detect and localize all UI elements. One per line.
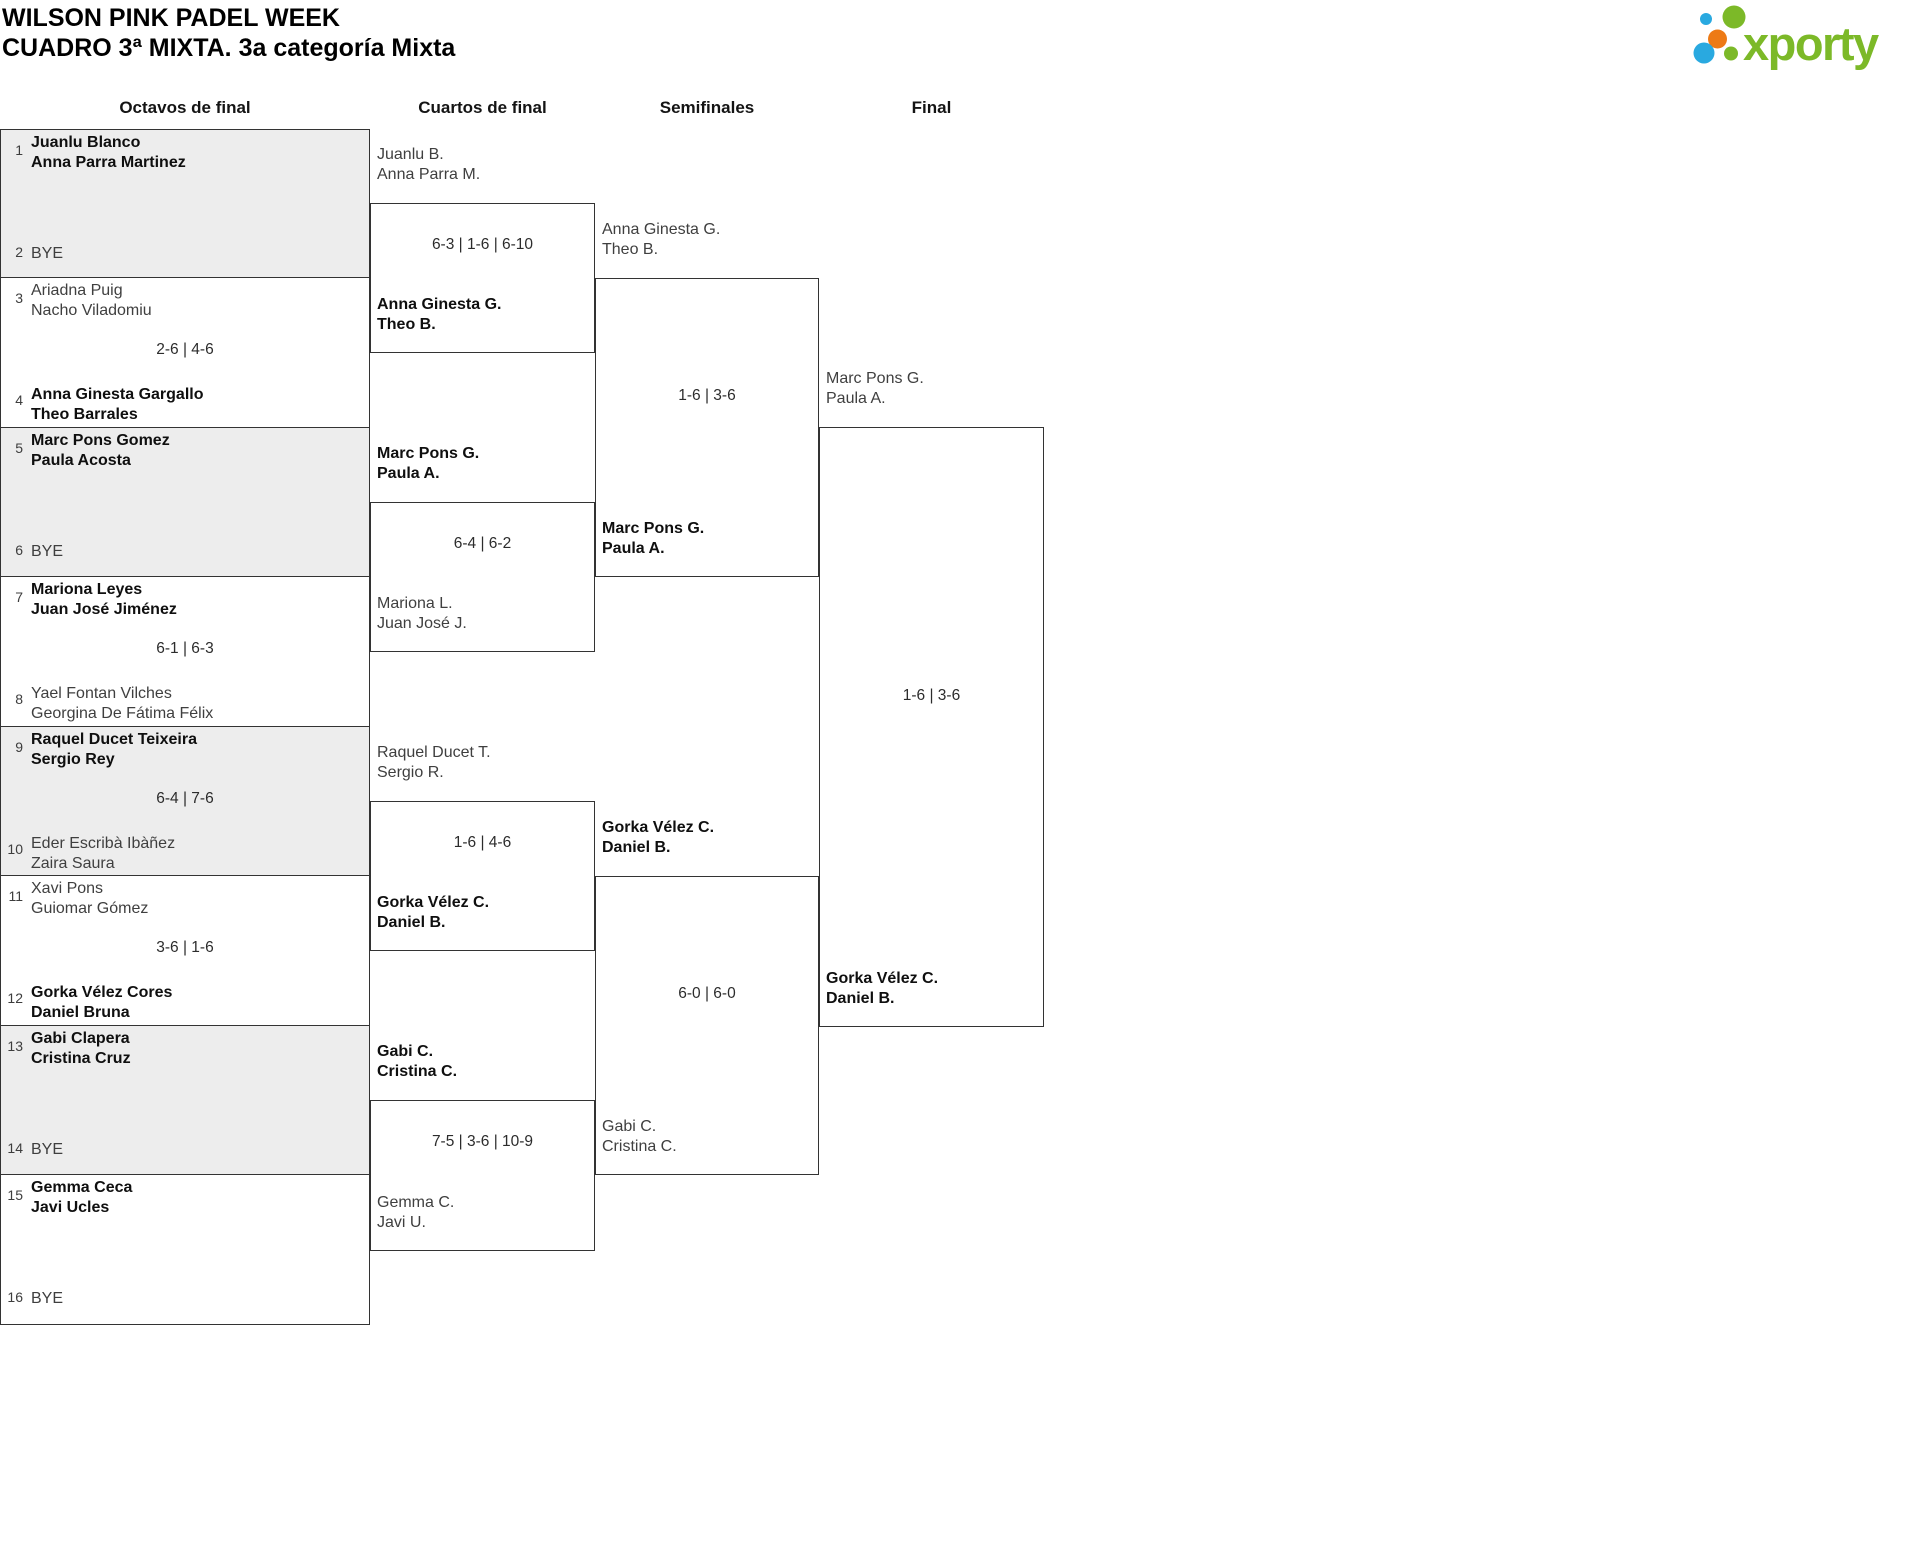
team-name-bottom: BYE [31,1141,64,1158]
logo-dot-green-big [1722,5,1746,29]
match-score: 6-1 | 6-3 [156,640,214,657]
r1-match-7: 13 Gabi Clapera Cristina Cruz 14 BYE [0,1026,370,1175]
page-title: WILSON PINK PADEL WEEK [2,4,340,32]
team-name-bottom: Gabi C. Cristina C. [602,1118,677,1155]
column-header-final: Final [911,98,952,117]
team-name-bottom: Anna Ginesta Gargallo Theo Barrales [31,386,204,423]
team-name-bottom: Mariona L. Juan José J. [377,595,467,632]
sf-match-2-box [595,876,819,1175]
match-score: 6-4 | 7-6 [156,790,214,807]
team-name-bottom: Gorka Vélez C. Daniel B. [377,894,490,931]
team-name-bottom: Eder Escribà Ibàñez Zaira Saura [31,835,176,872]
team-name-top: Marc Pons G. Paula A. [377,445,480,482]
r1-match-4: 7 Mariona Leyes Juan José Jiménez 6-1 | … [0,577,370,727]
team-name-top: Raquel Ducet T. Sergio R. [377,744,491,781]
page-subtitle: CUADRO 3ª MIXTA. 3a categoría Mixta [2,34,456,62]
column-header-octavos: Octavos de final [119,98,251,117]
r1-match-3: 5 Marc Pons Gomez Paula Acosta 6 BYE [0,428,370,577]
team-name-top: Xavi Pons Guiomar Gómez [31,880,149,917]
r1-match-8: 15 Gemma Ceca Javi Ucles 16 BYE [0,1175,370,1325]
r1-match-1: 1 Juanlu Blanco Anna Parra Martinez 2 BY… [0,129,370,278]
seed-top: 3 [15,290,23,306]
qf-match-1-box [370,203,595,353]
team-name-top: Juanlu Blanco Anna Parra Martinez [31,134,186,171]
qf-match-2-box [370,502,595,652]
logo-dot-orange [1708,29,1727,49]
team-name-top: Marc Pons Gomez Paula Acosta [31,432,170,469]
logo-text: xporty [1743,17,1879,70]
team-name-bottom: Marc Pons G. Paula A. [602,520,705,557]
team-name-top: Ariadna Puig Nacho Viladomiu [31,282,152,319]
xporty-logo[interactable]: xporty [1675,0,1920,80]
team-name-top: Juanlu B. Anna Parra M. [377,146,481,183]
seed-top: 1 [15,142,23,158]
logo-dot-blue-big [1693,42,1715,64]
team-name-top: Raquel Ducet Teixeira Sergio Rey [31,731,197,768]
r1-match-6: 11 Xavi Pons Guiomar Gómez 3-6 | 1-6 12 … [0,876,370,1026]
seed-bottom: 6 [15,542,23,558]
seed-bottom: 4 [15,392,23,408]
match-score: 6-3 | 1-6 | 6-10 [431,236,534,253]
team-name-top: Mariona Leyes Juan José Jiménez [31,581,177,618]
match-score: 2-6 | 4-6 [156,341,214,358]
seed-top: 13 [7,1038,23,1054]
seed-top: 7 [15,589,23,605]
seed-bottom: 14 [7,1140,23,1156]
match-score: 1-6 | 3-6 [902,687,961,704]
qf-match-3-box [370,801,595,951]
seed-top: 11 [8,888,23,904]
match-score: 7-5 | 3-6 | 10-9 [431,1133,534,1150]
r1-match-5: 9 Raquel Ducet Teixeira Sergio Rey 6-4 |… [0,727,370,876]
match-score: 1-6 | 3-6 [678,387,736,404]
team-name-bottom: BYE [31,543,64,560]
team-name-bottom: BYE [31,245,64,262]
sf-match-1-box [595,278,819,577]
match-score: 3-6 | 1-6 [156,939,214,956]
logo-dot-green-small [1724,46,1738,61]
seed-top: 5 [15,440,23,456]
team-name-top: Gorka Vélez C. Daniel B. [602,819,715,856]
seed-bottom: 2 [15,244,23,260]
match-score: 6-4 | 6-2 [453,535,512,552]
team-name-bottom: Gorka Vélez C. Daniel B. [826,970,939,1007]
match-score: 6-0 | 6-0 [678,985,736,1002]
team-name-bottom: Gemma C. Javi U. [377,1194,455,1231]
logo-dot-blue-small [1700,13,1712,25]
team-name-bottom: Gorka Vélez Cores Daniel Bruna [31,984,173,1021]
seed-bottom: 8 [15,691,23,707]
team-name-bottom: BYE [31,1290,64,1307]
column-header-cuartos: Cuartos de final [418,98,547,117]
seed-bottom: 10 [7,841,23,857]
team-name-top: Gabi C. Cristina C. [377,1043,458,1080]
team-name-bottom: Yael Fontan Vilches Georgina De Fátima F… [31,685,214,722]
team-name-top: Marc Pons G. Paula A. [826,370,924,407]
qf-match-4-box [370,1100,595,1251]
team-name-top: Anna Ginesta G. Theo B. [602,221,721,258]
team-name-bottom: Anna Ginesta G. Theo B. [377,296,502,333]
seed-bottom: 12 [7,990,23,1006]
seed-top: 15 [7,1187,23,1203]
column-header-semifinales: Semifinales [659,98,755,117]
seed-top: 9 [15,739,23,755]
r1-match-2: 3 Ariadna Puig Nacho Viladomiu 2-6 | 4-6… [0,278,370,428]
team-name-top: Gabi Clapera Cristina Cruz [31,1030,131,1067]
team-name-top: Gemma Ceca Javi Ucles [31,1179,133,1216]
seed-bottom: 16 [7,1289,23,1305]
match-score: 1-6 | 4-6 [453,834,512,851]
final-match-box [819,427,1044,1027]
